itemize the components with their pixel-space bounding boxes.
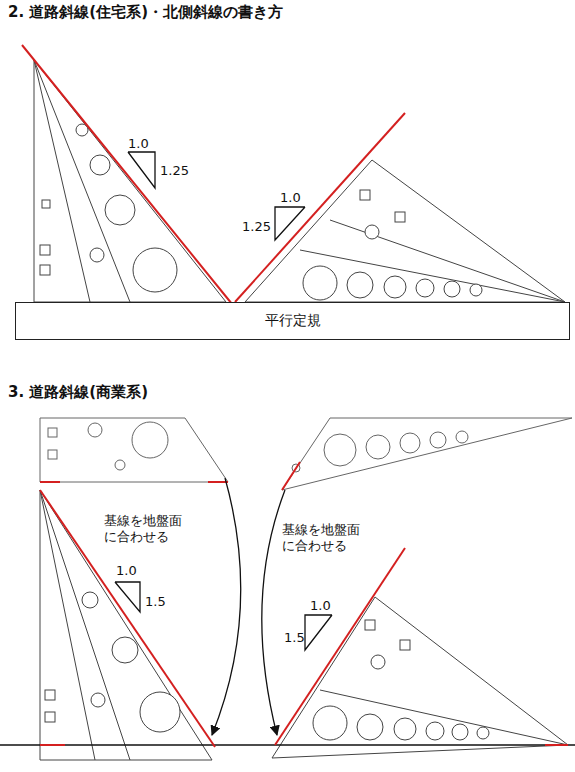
base-mark (40, 744, 65, 746)
slope-value: 1.0 (280, 190, 301, 206)
slope-value: 1.25 (242, 219, 271, 235)
slope-value: 1.0 (310, 598, 331, 614)
instruction-note: 基線を地盤面 に合わせる (282, 522, 368, 553)
slope-value: 1.0 (116, 563, 137, 579)
section-heading: 2. 道路斜線(住宅系)・北側斜線の書き方 (8, 3, 283, 21)
slope-mark (128, 152, 305, 240)
rotate-arrow (262, 490, 285, 735)
triangle-template (272, 597, 568, 758)
triangle-template (40, 490, 212, 760)
instruction-note: 基線を地盤面 に合わせる (104, 513, 190, 544)
slope-mark (115, 582, 332, 650)
triangle-template (282, 418, 572, 490)
slope-line (40, 490, 215, 747)
slope-line (235, 113, 405, 302)
rotate-arrow (212, 478, 241, 735)
ruler-bar: 平行定規 (15, 302, 570, 340)
slope-value: 1.0 (128, 136, 149, 152)
ruler-label: 平行定規 (265, 312, 321, 330)
section-heading: 3. 道路斜線(商業系) (8, 383, 148, 401)
slope-line (22, 45, 232, 304)
triangle-template (40, 418, 228, 482)
slope-value: 1.25 (160, 163, 189, 179)
ground-line (0, 744, 575, 746)
triangle-template (245, 160, 565, 302)
slope-value: 1.5 (145, 594, 166, 610)
slope-value: 1.5 (284, 630, 305, 646)
base-mark (545, 744, 568, 746)
slope-line (275, 548, 405, 745)
